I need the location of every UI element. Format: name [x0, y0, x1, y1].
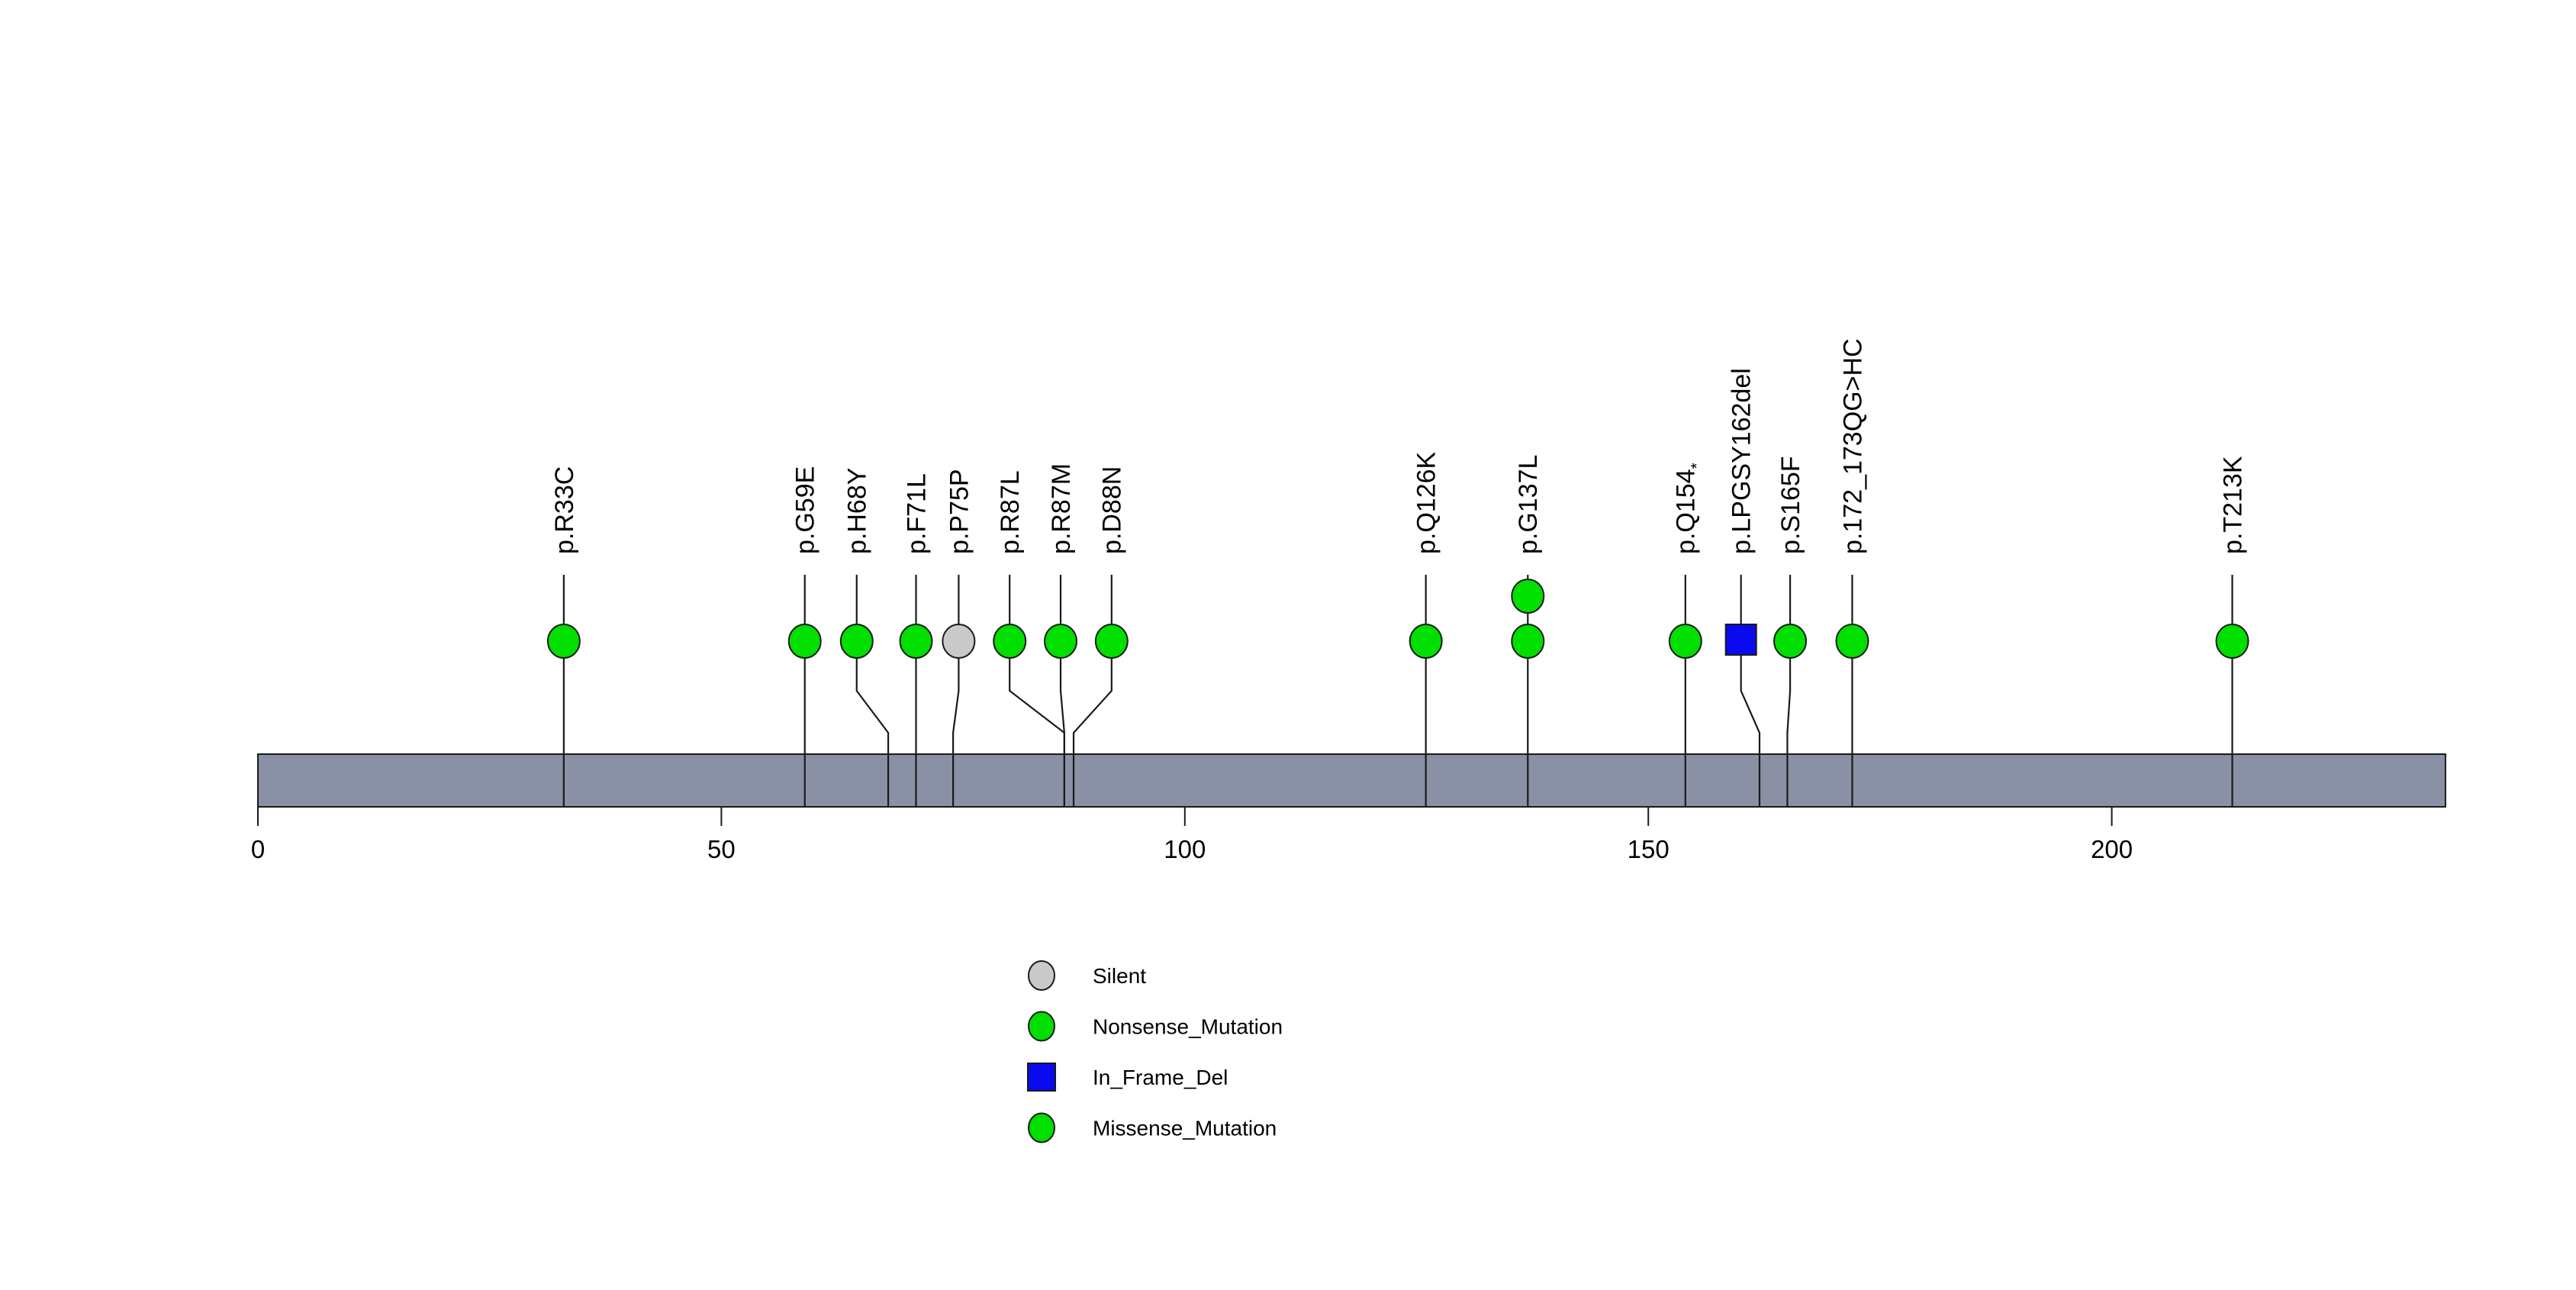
mutation-marker-square	[1724, 624, 1757, 656]
axis-tick-label: 0	[251, 835, 265, 863]
mutation-marker-circle	[839, 624, 874, 659]
axis-tick-label: 150	[1628, 835, 1670, 863]
mutation-marker-circle	[1409, 624, 1443, 659]
mutation-label: p.H68Y	[843, 468, 872, 554]
legend-label: Missense_Mutation	[1093, 1117, 1277, 1140]
mutation-marker-circle	[546, 624, 581, 659]
legend-marker-circle	[1028, 960, 1055, 991]
axis-tick-label: 200	[2091, 835, 2133, 863]
mutation-label: p.D88N	[1098, 466, 1127, 554]
protein-bar	[257, 753, 2446, 808]
legend-marker-square	[1027, 1063, 1056, 1092]
mutation-marker-circle	[1835, 624, 1869, 659]
mutation-marker-circle	[942, 624, 976, 659]
mutation-marker-circle	[1511, 579, 1545, 614]
mutation-marker-circle	[2215, 624, 2249, 659]
mutation-marker-circle	[899, 624, 933, 659]
mutation-label: p.R87M	[1047, 463, 1076, 554]
mutation-marker-circle	[1094, 624, 1129, 659]
mutation-label: p.G137L	[1514, 455, 1543, 554]
mutation-marker-circle	[787, 624, 822, 659]
mutation-marker-circle	[1668, 624, 1702, 659]
axis-tick-label: 50	[707, 835, 736, 863]
mutation-label: p.Q154*	[1672, 463, 1706, 554]
mutation-label: p.S165F	[1776, 456, 1805, 554]
legend-label: In_Frame_Del	[1093, 1066, 1228, 1089]
mutation-label: p.R87L	[996, 470, 1025, 554]
axis-tick-label: 100	[1164, 835, 1206, 863]
mutation-marker-circle	[1511, 624, 1545, 659]
legend-label: Silent	[1093, 964, 1146, 988]
mutation-label: p.T213K	[2218, 456, 2247, 554]
mutation-label: p.172_173QG>HC	[1838, 338, 1867, 554]
legend-label: Nonsense_Mutation	[1093, 1015, 1283, 1039]
mutation-marker-circle	[1044, 624, 1078, 659]
mutation-label: p.R33C	[550, 466, 579, 554]
mutation-label: p.Q126K	[1412, 451, 1441, 554]
mutation-label: p.LPGSY162del	[1728, 368, 1757, 554]
mutation-label: p.F71L	[902, 473, 931, 554]
mutation-label: p.P75P	[945, 469, 974, 554]
mutation-marker-circle	[993, 624, 1027, 659]
mutation-label: p.G59E	[791, 466, 820, 554]
legend-marker-circle	[1028, 1112, 1055, 1143]
legend-marker-circle	[1028, 1011, 1055, 1042]
mutation-marker-circle	[1773, 624, 1808, 659]
